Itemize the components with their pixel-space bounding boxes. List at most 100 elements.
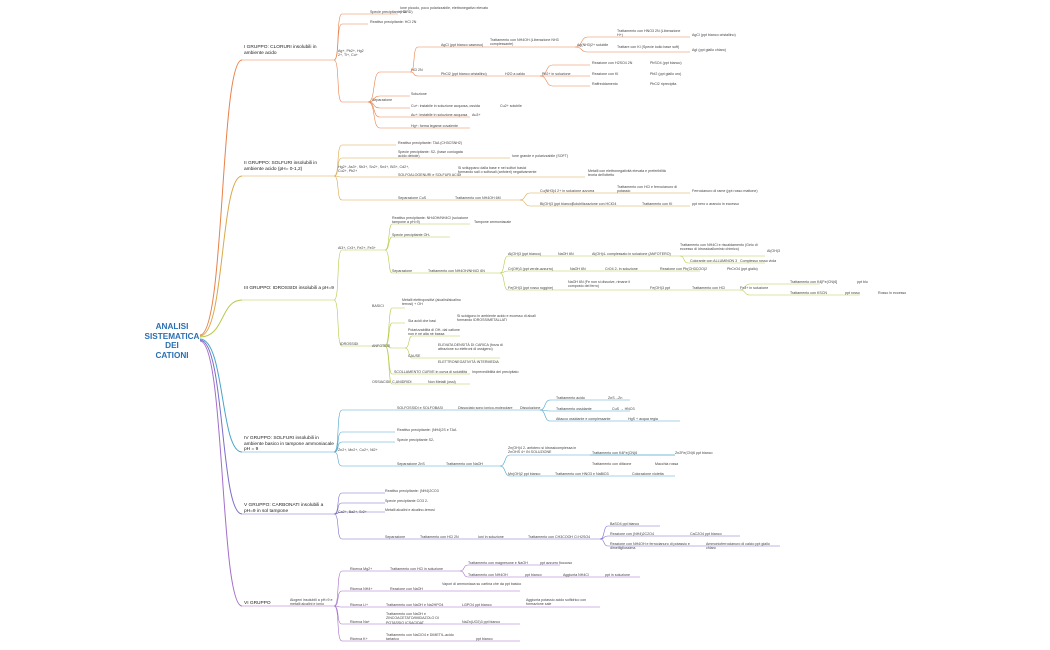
group-4-ions: Zn2+, Mn2+, Co2+, Ni2+ [338, 448, 378, 452]
cu-note[interactable]: Cu+: instabile in soluzione acquosa, oss… [411, 104, 480, 108]
non-metals: Non Metalli (ossi) [428, 380, 456, 384]
na-treatment: Trattamento con NaOH e ZINCOACETATO/IMID… [386, 612, 439, 625]
root-title[interactable]: ANALISI SISTEMATICA DEI CATIONI [137, 322, 207, 360]
group-2-title[interactable]: II GRUPPO: SOLFURI insolubili in ambient… [244, 161, 318, 172]
group-2-separation[interactable]: Separazione CuS [398, 196, 427, 200]
group-5-metals[interactable]: Metalli alcalini e alcalino-terrosi [385, 508, 435, 512]
prussian-blue: ppt blu [857, 280, 868, 284]
group-5-acetic: Trattamento con CH3COOH Ci H2SO4 [528, 535, 591, 539]
group-3-species[interactable]: Specie precipitante OH- [392, 233, 431, 237]
mg-nh4oh: Trattamento con NH4OH [468, 573, 508, 577]
causes: CAUSE [408, 354, 421, 358]
group-1-solution[interactable]: Soluzione [411, 92, 427, 96]
electronegativity: ELETTRONEGATIVITÀ INTERMEDIA [438, 360, 499, 364]
al-result: Al(OH)3 [767, 249, 780, 253]
cr-naoh: NaOH 6N [570, 267, 586, 271]
group-5-reagent[interactable]: Reattivo precipitante: (NH4)2CO3 [385, 489, 439, 493]
li-note: Aggiunta potassio acido solfidrico con f… [526, 598, 587, 607]
agcl-treatment: Trattamento con NH4OH (Liberazione NH3 c… [490, 38, 559, 47]
au-note[interactable]: Au+: instabile in soluzione acquosa [411, 113, 468, 117]
li-phosphate: Trattamento con NaOH e Na2HPO4 [386, 603, 444, 607]
au3: Au3+ [472, 113, 481, 117]
group-3-separation[interactable]: Separazione [392, 269, 413, 273]
zn-ferrocyanide-result: Zn2Fe(CN)6 ppt bianco [675, 451, 713, 455]
aluminon: Colorante con ALLUMINON 3 [690, 259, 738, 263]
al-naoh: NaOH 6N [558, 252, 574, 256]
hg-note[interactable]: Hg+: forma legame covalente [411, 124, 459, 128]
unpredictability: Imprevedibilità del precipitato [472, 370, 519, 374]
group-1-reagent-species[interactable]: Specie precipitante: Cl- [370, 10, 408, 14]
amphoteric-polarizability: Polarizzabilità di OH- dal catione non è… [408, 328, 460, 337]
complexing-attack: Attacco ossidante e complessante [556, 417, 611, 421]
agcl-node[interactable]: AgCl (ppt bianco caseoso) [441, 43, 484, 47]
root-link-g3 [199, 299, 243, 338]
group-3-reagent[interactable]: Reattivo precipitante: NH4OH/NH4Cl (solu… [392, 216, 469, 225]
root-link-g6 [199, 340, 243, 607]
fe-ppt: Fe(OH)3 ppt [650, 286, 670, 290]
solubility-curve: SCOLLAMENTO CURVE in curva di solubilità [394, 370, 467, 374]
pbcl2-hot-water: H2O a caldo [505, 72, 525, 76]
hydroxides[interactable]: IDROSSIDI [340, 342, 359, 346]
group-1-reagent[interactable]: Reattivo precipitante: HCl 2N [370, 20, 417, 24]
group-5-species[interactable]: Specie precipitante CO3 2- [385, 499, 429, 503]
group-4-reagent[interactable]: Reattivo precipitante: (NH4)2S e TAA [397, 428, 457, 432]
li-result: Li3PO4 ppt bianco [462, 603, 492, 607]
pbcl2-node[interactable]: PbCl2 (ppt bianco cristallino) [441, 72, 487, 76]
group-6-title[interactable]: VI GRUPPO [244, 601, 271, 606]
mg-magneson-result: ppt azzurro fioccoso [540, 561, 573, 565]
pb-h2so4: Reazione con H2SO4 2N [592, 61, 633, 65]
fe-red-excess: Rosso in eccesso [878, 291, 907, 295]
charge-density: ELEVATA DENSITÀ DI CARICA (forza di attr… [438, 343, 503, 352]
fe-hydroxide: Fe(OH)3 (ppt rosso ruggine) [508, 286, 554, 290]
amphoteric: ANFOTERI [372, 344, 391, 348]
group-1-separation[interactable]: Separazione [372, 98, 393, 102]
group-4-separation[interactable]: Separazione ZnS [397, 462, 425, 466]
agcl-soluble: Ag(NH3)2+ solubile [577, 43, 609, 47]
group-5-title[interactable]: V GRUPPO: CARBONATI insolubili a pH=9 in… [244, 503, 324, 514]
bi-result: ppt nero o arancio in eccesso [692, 202, 739, 206]
na-search[interactable]: Ricerca Na+ [350, 620, 370, 624]
cu-ferrocyanide-treatment: Trattamento con HCl e ferrocianuro di po… [617, 185, 677, 194]
group-3-title[interactable]: III GRUPPO: IDROSSIDI insolubili a pH=9 [244, 286, 334, 291]
group-2-reagent[interactable]: Reattivo precipitante: TAA (CH3CSNH2) [398, 141, 462, 145]
group-1-ions: Ag+, Pb2+, Hg2 2+, Tl+, Cu+ [338, 49, 364, 58]
group-1-reagent-species-note: Ione piccolo, poco polarizzabile, elettr… [400, 6, 489, 15]
amphoteric-note: Si sciolgono in ambiente acido e eccesso… [457, 314, 536, 323]
group-1-title[interactable]: I GRUPPO: CLORURI insolubili in ambiente… [244, 45, 317, 56]
group-4-solfo[interactable]: SOLFOSSIDI e SOLFOBASI [397, 406, 443, 410]
mg-search[interactable]: Ricerca Mg2+ [350, 567, 373, 571]
root-title-line2: SISTEMATICA DEI [144, 331, 200, 351]
zn-ferrocyanide: Trattamento con K4Fe(CN)6 [592, 451, 638, 455]
acid-treatment: Trattamento acido [556, 396, 585, 400]
group-4-species[interactable]: Specie precipitante S2- [397, 438, 435, 442]
k-search[interactable]: Ricerca K+ [350, 637, 368, 641]
group-4-title[interactable]: IV GRUPPO: SOLFURI insolubili in ambient… [244, 436, 334, 453]
pb-ki: Reazione con KI [592, 72, 619, 76]
basic-note: Metalli elettropositivi (alcalini/alcali… [402, 298, 461, 307]
ca-oxalate-reaction: Reazione con (NH4)2C2O4 [610, 532, 654, 536]
group-1-hcl[interactable]: HCl 2N [411, 68, 423, 72]
group-5-separation[interactable]: Separazione [385, 535, 406, 539]
aqua-regia: HgS + acqua regia [628, 417, 658, 421]
root-link-g5 [199, 339, 243, 515]
agcl-ki: Trattare con KI (Specie iodio base soft) [617, 45, 680, 49]
root-link-g4 [199, 338, 243, 453]
li-search[interactable]: Ricerca Li+ [350, 603, 369, 607]
chromate: CrO4 2- in soluzione [605, 267, 638, 271]
group-4-dissociation: Dissociato sono ionico-molecolare [458, 406, 513, 410]
fe3-solution: Fe3+ in soluzione [740, 286, 769, 290]
agcl-result: AgCl (ppt bianco cristallino) [692, 33, 736, 37]
al-nh4cl-treatment: Trattamento con NH4Cl e riscaldamento (G… [680, 243, 758, 252]
group-2-solfo[interactable]: SOLFOALOGENURI e SOLFURI ACIDI [398, 173, 462, 177]
nh4-search[interactable]: Ricerca NH4+ [350, 587, 373, 591]
agi-result: AgI (ppt giallo chiaro) [692, 48, 726, 52]
group-2-solfo-note2: Metalli con elettronegatività elevata e … [588, 169, 666, 178]
pbcl2-reprecipitates: PbCl2 riprecipita [650, 82, 677, 86]
aluminon-result: Complesso rosso viola [740, 259, 777, 263]
group-5-ions-solution: Ioni in soluzione [478, 535, 504, 539]
amphoteric-both: Sia acidi che basi [408, 319, 436, 323]
group-2-species[interactable]: Specie precipitante: S2- (base coniugata… [398, 150, 463, 159]
group-2-nh4oh: Trattamento con NH4OH 6M [455, 196, 501, 200]
